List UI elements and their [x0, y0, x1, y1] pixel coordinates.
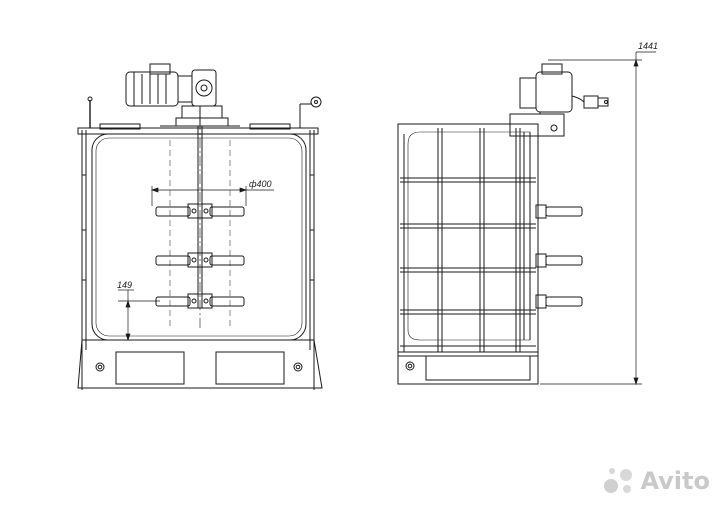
- height-label: 1441: [638, 41, 658, 51]
- watermark: Avito: [602, 466, 710, 496]
- cage-grid: [400, 128, 536, 352]
- side-motor: [509, 63, 609, 137]
- diameter-label: ф400: [249, 179, 272, 189]
- impeller-upper: [155, 203, 245, 219]
- height-dimension: [540, 51, 656, 386]
- side-view: 1441: [397, 41, 658, 386]
- side-frame: [397, 123, 539, 357]
- offset-label: 149: [117, 280, 132, 290]
- impeller-middle: [155, 252, 245, 268]
- pressure-gauge-icon: [299, 96, 322, 128]
- front-pallet: [77, 339, 323, 389]
- tank-body: [91, 133, 307, 341]
- avito-logo-icon: [604, 468, 633, 493]
- mixer-shaft: [169, 120, 231, 330]
- side-impellers: [535, 204, 583, 309]
- watermark-brand: Avito: [640, 467, 710, 495]
- diameter-dimension: [150, 186, 274, 206]
- side-pallet: [397, 351, 539, 385]
- motor-gearbox: [125, 63, 229, 127]
- front-view: ф400 149: [77, 63, 323, 390]
- impeller-lower: [155, 293, 245, 309]
- offset-dimension: [118, 289, 160, 342]
